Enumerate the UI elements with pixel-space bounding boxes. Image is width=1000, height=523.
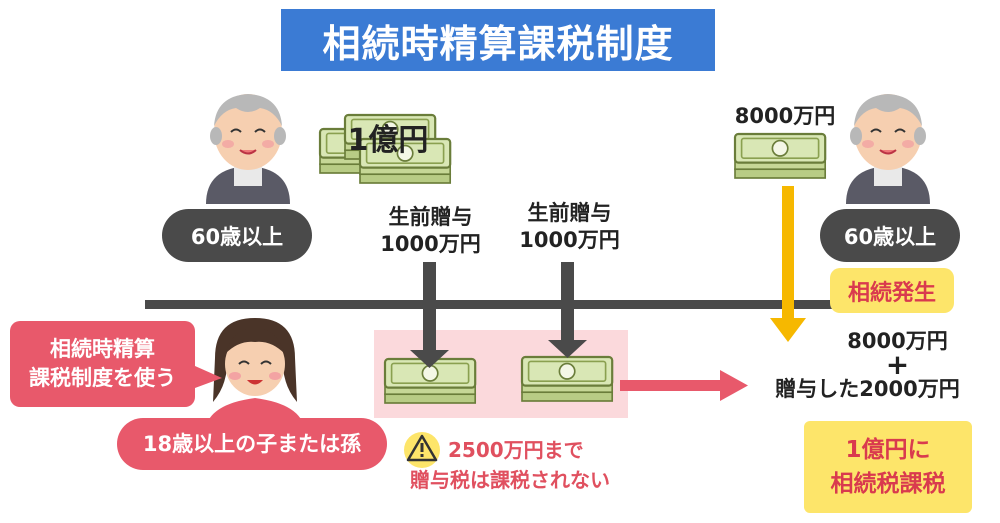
warning-line1: 2500万円まで: [448, 438, 584, 462]
result-line2: 相続税課税: [830, 471, 946, 497]
elderly-man-icon: [205, 93, 291, 205]
inheritance-badge: 相続発生: [830, 268, 954, 313]
money-stack-icon: [522, 357, 612, 401]
page-title: 相続時精算課税制度: [281, 9, 715, 71]
gift-label-2-line2: 1000万円: [519, 228, 620, 252]
money-main-label: 1億円: [347, 123, 429, 158]
gift-arrow-1: [410, 262, 449, 368]
age-right-pill: 60歳以上: [820, 209, 960, 262]
use-system-line1: 相続時精算: [50, 337, 155, 361]
age-left-pill: 60歳以上: [162, 209, 312, 262]
use-system-line2: 課税制度を使う: [29, 366, 176, 390]
timeline-bar: [145, 300, 847, 309]
elderly-man-icon: [845, 93, 931, 205]
recipient-badge: 18歳以上の子または孫: [117, 418, 387, 470]
inheritance-arrow: [770, 186, 806, 342]
result-box: 1億円に 相続税課税: [804, 421, 972, 513]
sum-plus: +: [885, 348, 910, 381]
warning-text-2: 贈与税は課税されない: [410, 466, 670, 494]
gift-arrow-2: [548, 262, 587, 358]
gift-label-2: 生前贈与 1000万円: [512, 200, 627, 254]
money-right-label: 8000万円: [734, 104, 836, 128]
use-system-bubble: 相続時精算 課税制度を使う: [10, 321, 195, 407]
gift-label-1-line1: 生前贈与: [388, 205, 473, 229]
warning-text: 2500万円まで: [448, 436, 678, 464]
sum-block: 8000万円 + 贈与した2000万円: [755, 328, 980, 402]
gift-label-2-line1: 生前贈与: [527, 201, 612, 225]
sum-line1: 8000万円: [847, 329, 948, 353]
gift-label-1-line2: 1000万円: [380, 232, 481, 256]
money-stack-icon: [735, 134, 825, 178]
warning-icon: [404, 432, 440, 468]
sum-line2: 贈与した2000万円: [775, 377, 960, 401]
gift-label-1: 生前贈与 1000万円: [373, 204, 488, 258]
warning-line2: 贈与税は課税されない: [410, 468, 610, 492]
girl-icon: [205, 318, 305, 430]
transfer-arrow: [620, 370, 748, 401]
result-line1: 1億円に: [845, 437, 931, 463]
